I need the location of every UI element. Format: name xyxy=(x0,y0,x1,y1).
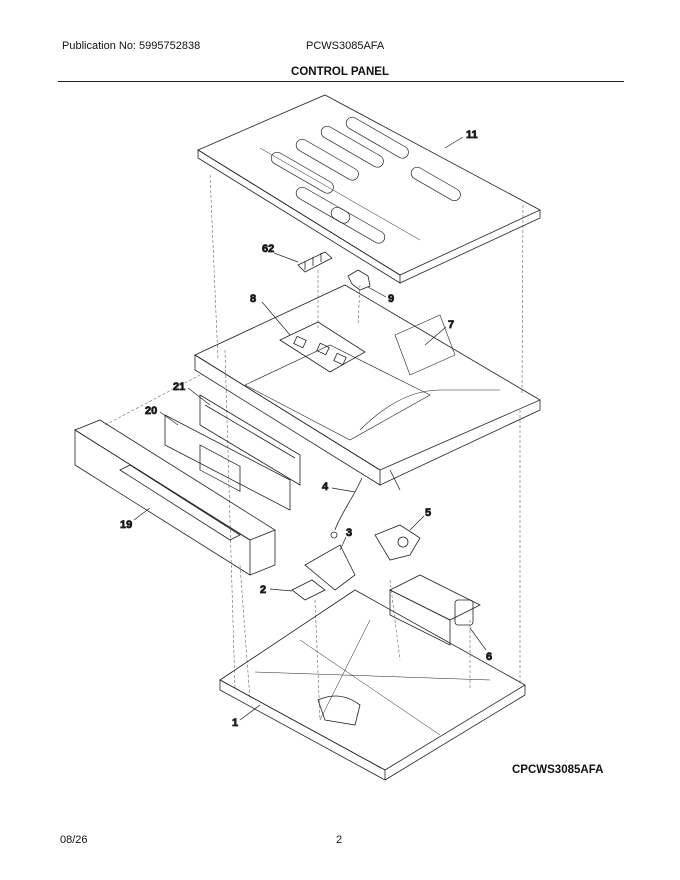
part-4-wire xyxy=(330,477,363,539)
part-21-display-bracket xyxy=(199,394,301,486)
part-7-panel-chassis xyxy=(194,284,541,491)
footer-date: 08/26 xyxy=(60,834,88,846)
callout-62: 62 xyxy=(262,243,274,255)
alignment-lines xyxy=(104,174,524,721)
callout-11: 11 xyxy=(466,129,478,141)
callout-3: 3 xyxy=(346,527,352,539)
header-rule xyxy=(58,81,624,82)
callout-5: 5 xyxy=(425,507,431,519)
callout-7: 7 xyxy=(448,319,454,331)
page-number: 2 xyxy=(336,834,343,846)
part-11-top-cover xyxy=(197,94,541,284)
leader-lines xyxy=(133,136,487,721)
part-9-clip xyxy=(347,269,371,291)
callout-9: 9 xyxy=(388,293,394,305)
model-number: PCWS3085AFA xyxy=(306,40,385,52)
part-19-front-panel xyxy=(74,419,276,576)
diagram-code: CPCWS3085AFA xyxy=(512,764,604,776)
callout-1: 1 xyxy=(232,717,238,729)
part-5-bracket xyxy=(374,524,421,561)
part-8-control-board xyxy=(279,321,366,373)
callout-20: 20 xyxy=(145,405,157,417)
part-2-small-bracket xyxy=(291,579,326,601)
section-title: CONTROL PANEL xyxy=(291,66,389,78)
callout-21: 21 xyxy=(173,381,185,393)
publication-number: Publication No: 5995752838 xyxy=(62,40,201,52)
part-62-connector xyxy=(297,251,333,273)
callout-4: 4 xyxy=(322,481,329,493)
part-20-keypad xyxy=(164,414,291,511)
callout-2: 2 xyxy=(260,584,266,596)
part-3-plate xyxy=(304,544,356,591)
callout-19: 19 xyxy=(120,519,132,531)
callout-8: 8 xyxy=(250,293,256,305)
part-1-bottom-tray xyxy=(219,589,526,781)
callout-6: 6 xyxy=(486,651,492,663)
part-6-blower xyxy=(389,574,481,646)
